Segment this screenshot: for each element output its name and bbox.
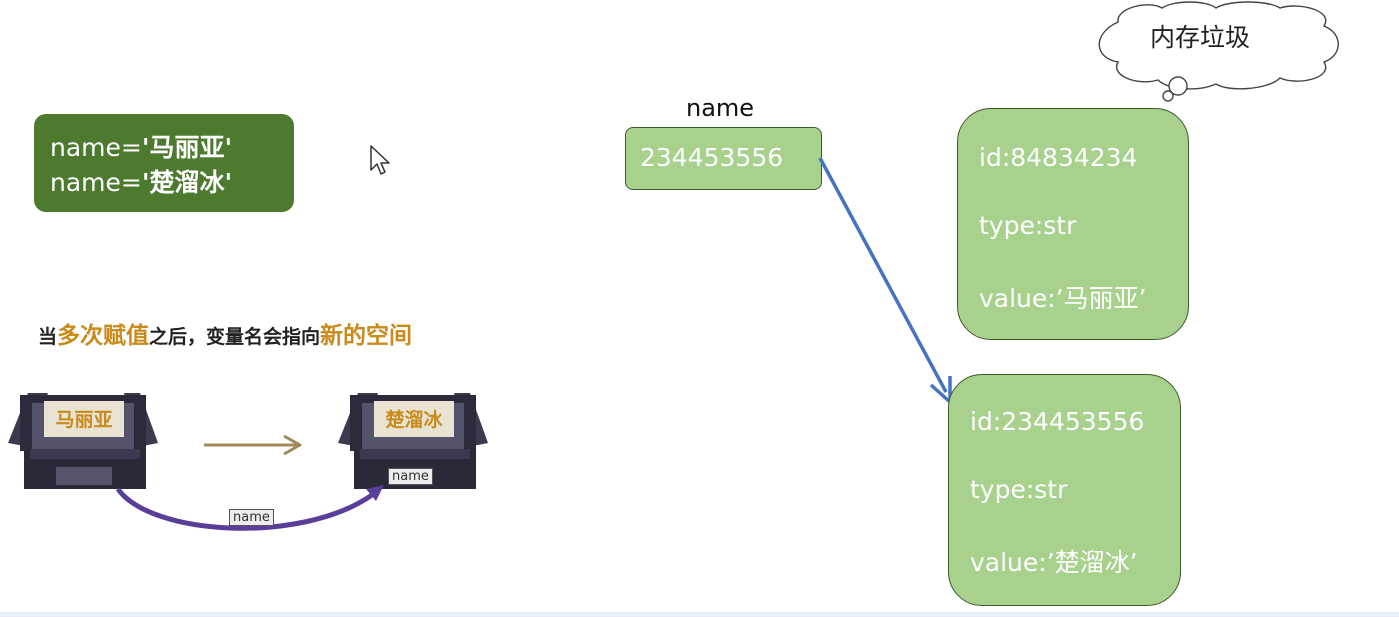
- variable-value: 234453556: [640, 143, 784, 172]
- box-2-label: 楚溜冰: [385, 409, 443, 431]
- box-1-icon: [8, 393, 158, 489]
- cloud-text: 内存垃圾: [1150, 23, 1251, 52]
- reference-arrow-icon: [818, 157, 952, 404]
- caption-highlight-1: 多次赋值: [57, 323, 150, 349]
- code-line-1-prefix: name=: [50, 133, 142, 162]
- memory-object-2-value: value:’楚溜冰’: [970, 548, 1138, 577]
- memory-object-2-type: type:str: [970, 475, 1068, 504]
- memory-object-1-value: value:’马丽亚’: [979, 284, 1147, 313]
- name-arc-icon: [115, 485, 384, 531]
- mouse-cursor-icon: [370, 145, 390, 175]
- code-line-2-value: '楚溜冰': [141, 168, 233, 197]
- variable-label: name: [686, 94, 755, 122]
- variable-box: 234453556: [625, 127, 822, 190]
- code-line-1-value: '马丽亚': [141, 133, 233, 162]
- caption-part-2: 之后，变量名会指向: [149, 326, 321, 348]
- memory-object-2: id:234453556 type:str value:’楚溜冰’: [948, 374, 1181, 606]
- caption: 当多次赋值之后，变量名会指向新的空间: [38, 316, 412, 350]
- box-1-label: 马丽亚: [55, 409, 113, 431]
- memory-object-2-id: id:234453556: [970, 407, 1145, 436]
- cloud-icon: [1098, 1, 1339, 102]
- memory-object-1-type: type:str: [979, 211, 1077, 240]
- code-line-2-prefix: name=: [50, 168, 142, 197]
- code-line-2: name='楚溜冰': [50, 165, 294, 200]
- code-line-1: name='马丽亚': [50, 130, 294, 165]
- memory-object-1-id: id:84834234: [979, 143, 1138, 172]
- caption-highlight-2: 新的空间: [320, 323, 413, 349]
- box-2-name-tag: name: [388, 468, 433, 485]
- caption-part-1: 当: [38, 326, 58, 348]
- code-box: name='马丽亚' name='楚溜冰': [34, 114, 294, 212]
- bottom-strip: [0, 612, 1399, 617]
- transition-arrow-icon: [204, 434, 302, 456]
- arc-name-tag: name: [229, 509, 274, 526]
- memory-object-1: id:84834234 type:str value:’马丽亚’: [957, 108, 1189, 340]
